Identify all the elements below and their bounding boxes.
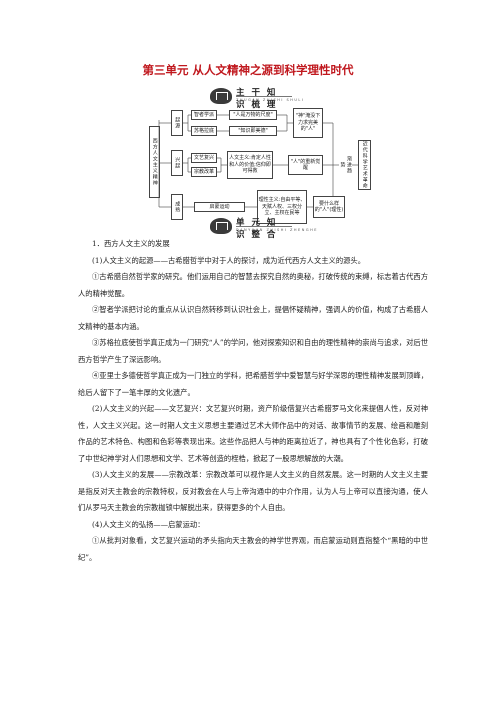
paragraph: ①古希腊自然哲学家的研究。他们运用自己的智慧去探究自然的奥秘，打破传统的束缚，标… (78, 272, 428, 298)
node-knowledge-virtue: "知识即美德" (229, 126, 277, 136)
node-man-is-measure: "人是万物的尺度" (229, 110, 277, 120)
section-banner-integration: 单 元 知 识 整 合 DANYUAN ZHISHI ZHENGHE (210, 216, 316, 240)
stage-rise: 兴起 (171, 150, 183, 176)
banner-pinyin: DANYUAN ZHISHI ZHENGHE (236, 228, 318, 232)
paragraph: ①从批判对象看，文艺复兴运动的矛头指向天主教会的神学世界观，而启蒙运动则直指整个… (78, 536, 428, 562)
node-trend: 渐进趋势 (339, 156, 353, 174)
node-mature-summary: 要什么样的"人"(理性) (313, 196, 345, 218)
node-reformation: 宗教改革 (191, 167, 217, 177)
paragraph: (4)人文主义的弘扬——启蒙运动： (92, 519, 205, 529)
node-sophists: 智者学派 (191, 110, 217, 120)
paragraph: (2)人文主义的兴起——文艺复兴：文艺复兴时期，资产阶级借复兴古希腊罗马文化来提… (78, 404, 428, 463)
paragraph: (3)人文主义的发展——宗教改革：宗教改革可以视作是人文主义的自然发展。这一时期… (78, 470, 428, 512)
node-origin-summary: "神"淹没下力求完美的"人" (293, 108, 323, 138)
section-heading: 1．西方人文主义的发展 (92, 239, 170, 248)
node-renaissance: 文艺复兴 (191, 153, 217, 163)
banner-divider (236, 96, 292, 97)
banner-divider (236, 226, 292, 227)
node-humanism: 人文主义:肯定人性和人的价值;信仰即可得救 (227, 151, 273, 179)
node-rise-summary: "人"的重新觉醒 (288, 155, 323, 175)
node-rationalism: 理性主义:自由平等、天赋人权、三权分立、主权在民等 (257, 190, 307, 224)
paragraph: ②智者学派把讨论的重点从认识自然转移到认识社会上，提倡怀疑精神，强调人的价值，构… (78, 305, 428, 331)
node-revolution: 近代科学艺术革命 (358, 140, 371, 190)
banner-title: 主 干 知 识 梳 理 (236, 88, 278, 110)
paragraph: (1)人文主义的起源——古希腊哲学中对于人的探讨，成为近代西方人文主义的源头。 (92, 255, 366, 265)
node-socrates: 苏格拉底 (191, 126, 217, 136)
paragraph: ④亚里士多德使哲学真正成为一门独立的学科，把希腊哲学中爱智慧与好学深思的理性精神… (78, 371, 428, 397)
unit-title: 第三单元 从人文精神之源到科学理性时代 (142, 63, 354, 77)
paragraph: ③苏格拉底使哲学真正成为一门研究“人”的学问，他对探索知识和自由的理性精神的崇尚… (78, 338, 428, 364)
banner-title: 单 元 知 识 整 合 (236, 218, 278, 240)
stage-mature: 成熟 (171, 194, 183, 220)
node-enlightenment: 启蒙运动 (194, 202, 245, 212)
stage-origin: 起源 (171, 110, 183, 136)
book-icon (210, 88, 232, 104)
root-box: 西方人文主义精神 (149, 126, 160, 198)
banner-pinyin: ZHUGAN ZHISHI SHULI (236, 98, 305, 102)
body-text: 1．西方人文主义的发展 (1)人文主义的起源——古希腊哲学中对于人的探讨，成为近… (78, 236, 428, 566)
section-banner-outline: 主 干 知 识 梳 理 ZHUGAN ZHISHI SHULI (210, 86, 303, 110)
book-icon (210, 218, 232, 234)
